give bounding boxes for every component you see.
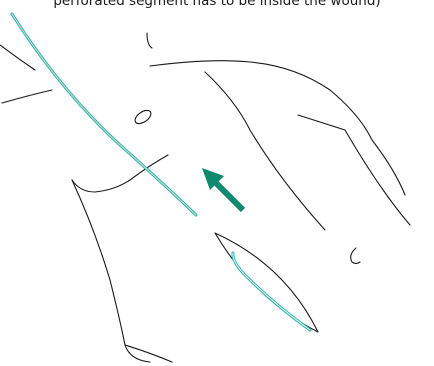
- drain-tube-inner: [12, 14, 196, 215]
- elbow-line: [125, 345, 172, 362]
- navel-curl: [351, 248, 360, 264]
- shoulder-ridge-line: [150, 61, 405, 195]
- wound-outline: [215, 233, 318, 332]
- drain-segment-outer: [233, 253, 310, 330]
- arrow-up-left-icon: [202, 168, 243, 210]
- torso-inner-line: [205, 72, 325, 230]
- chest-top-line: [147, 33, 152, 48]
- drain-tube-outer: [12, 14, 196, 215]
- drain-tube: [12, 14, 196, 215]
- nipple-outline: [133, 108, 153, 127]
- arm-crease-line: [2, 90, 52, 103]
- drain-segment-in-wound: [233, 253, 310, 330]
- neck-line: [0, 45, 35, 70]
- drain-tube-edge: [12, 14, 196, 215]
- arm-outline-line: [72, 180, 150, 362]
- torso-side-line: [298, 115, 410, 225]
- drain-segment-inner: [233, 253, 310, 330]
